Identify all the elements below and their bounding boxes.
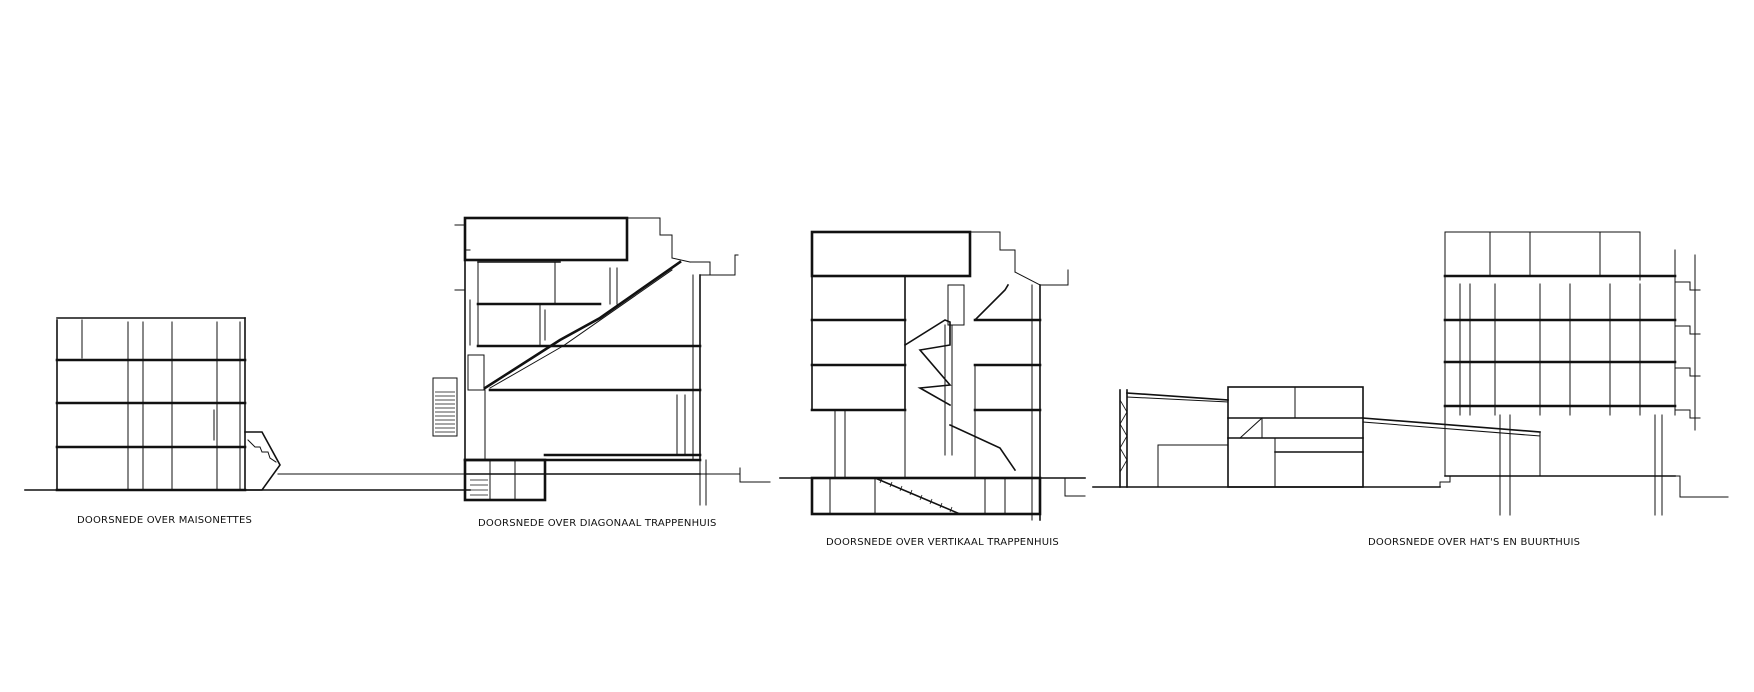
caption-diagonaal: DOORSNEDE OVER DIAGONAAL TRAPPENHUIS [478, 518, 717, 529]
section-maisonettes [24, 317, 471, 492]
caption-vertikaal: DOORSNEDE OVER VERTIKAAL TRAPPENHUIS [826, 537, 1059, 548]
section-diagonaal-trappenhuis [432, 216, 771, 506]
caption-maisonettes: DOORSNEDE OVER MAISONETTES [77, 515, 252, 526]
section-hats-buurthuis [1092, 231, 1729, 516]
caption-hats-buurthuis: DOORSNEDE OVER HAT'S EN BUURTHUIS [1368, 537, 1580, 548]
section-vertikaal-trappenhuis [779, 230, 1086, 521]
